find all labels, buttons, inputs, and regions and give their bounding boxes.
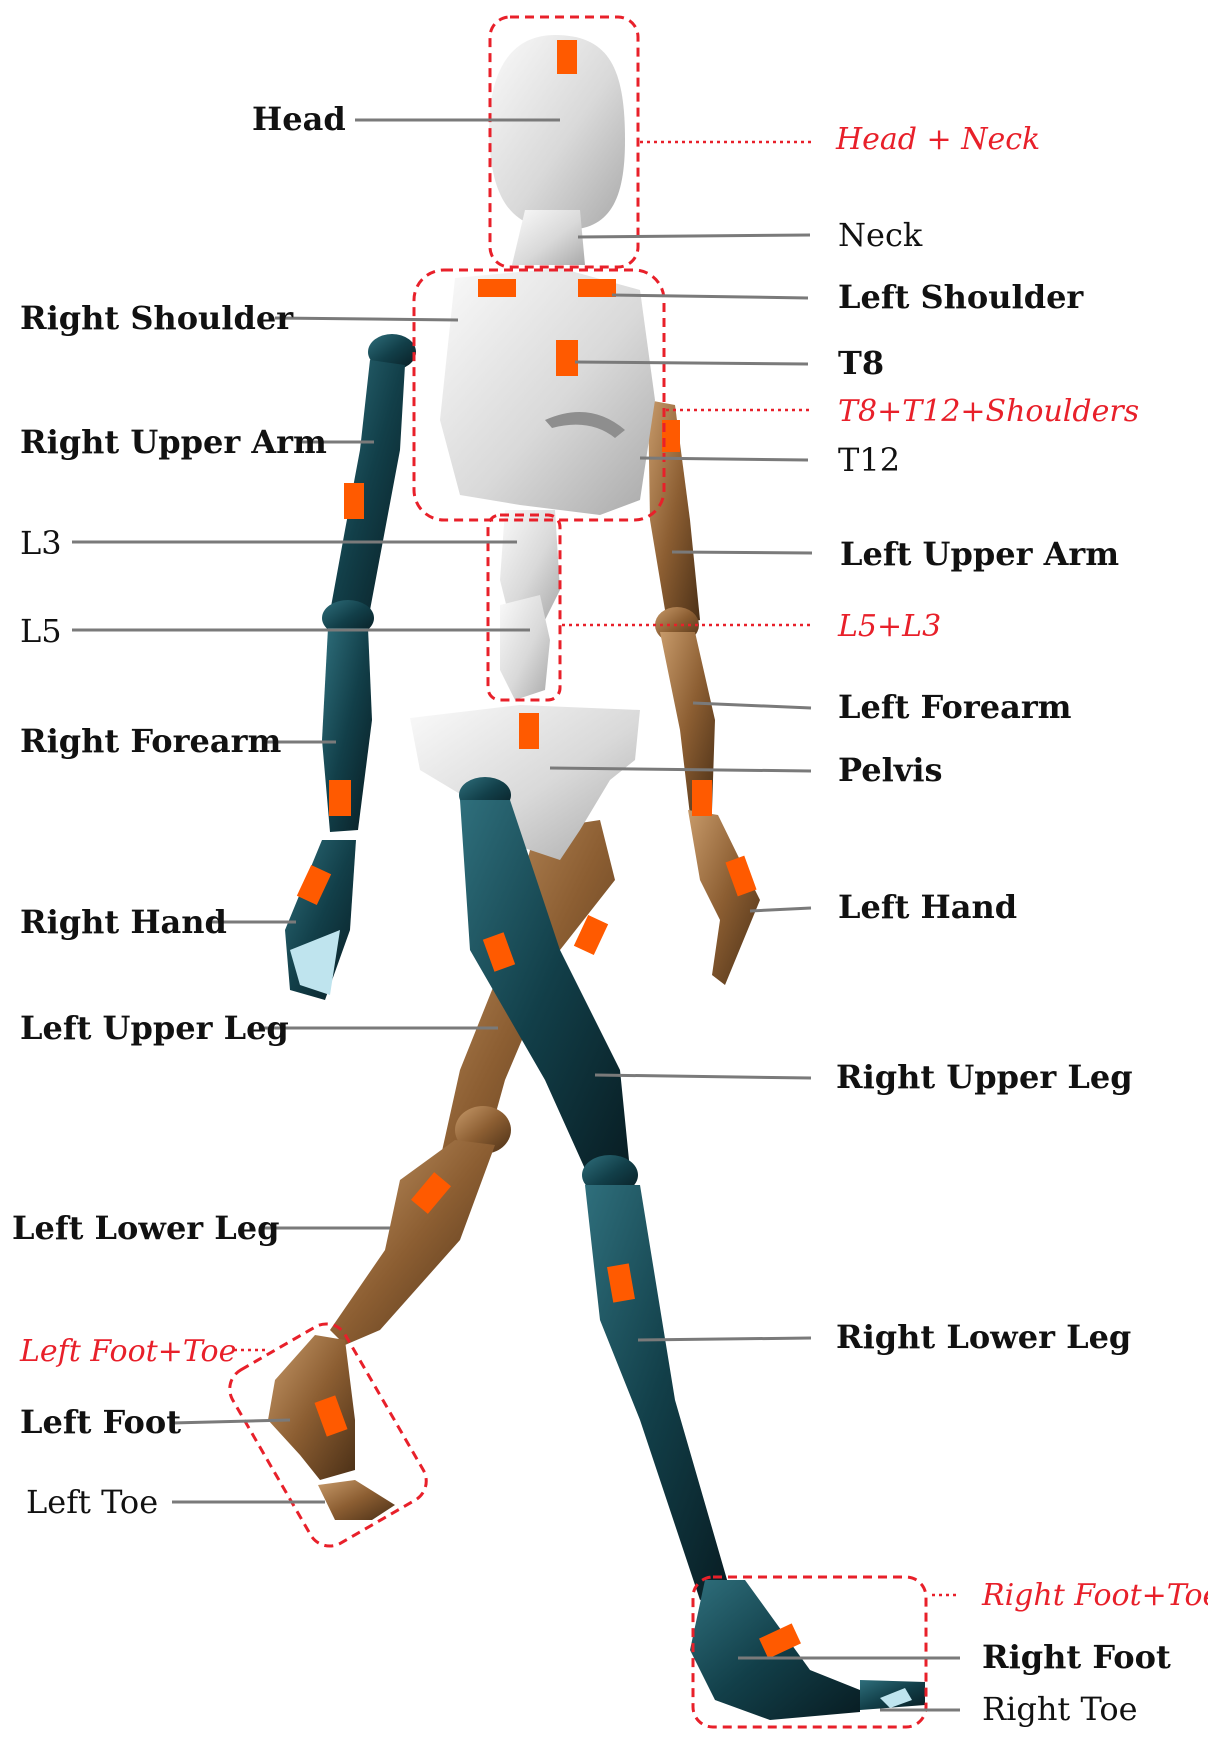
sensor-left-shoulder [578, 279, 616, 297]
label-left-shoulder: Left Shoulder [838, 278, 1084, 316]
sensor-right-foot [759, 1623, 801, 1659]
label-group-head-neck: Head + Neck [835, 122, 1040, 157]
label-left-hand: Left Hand [838, 888, 1017, 926]
label-left-foot: Left Foot [20, 1403, 181, 1441]
label-right-hand: Right Hand [20, 903, 227, 941]
sensor-t8 [556, 340, 578, 376]
label-group-left-foot-toe: Left Foot+Toe [19, 1334, 236, 1369]
label-left-toe: Left Toe [26, 1483, 158, 1521]
label-right-foot: Right Foot [982, 1638, 1171, 1676]
sensor-right-shoulder [478, 279, 516, 297]
group-box-t8-t12-shoulders [412, 268, 666, 522]
label-right-forearm: Right Forearm [20, 722, 281, 760]
chest-crease [545, 412, 625, 438]
left-hand-shape [688, 810, 760, 985]
sensor-left-hand [725, 855, 757, 897]
right-upper-leg-shape [460, 800, 630, 1180]
group-box-left-foot-toe [228, 1322, 428, 1548]
label-left-forearm: Left Forearm [838, 688, 1072, 726]
leader-lines [72, 118, 960, 1712]
group-box-right-foot-toe [691, 1575, 928, 1729]
sensor-right-upper-arm [344, 483, 364, 519]
sensor-head [557, 40, 577, 74]
label-right-lower-leg: Right Lower Leg [836, 1318, 1131, 1356]
right-elbow-joint [322, 600, 374, 636]
head-shape [489, 35, 625, 230]
label-t8: T8 [838, 344, 884, 382]
left-foot-shape [268, 1335, 355, 1480]
label-left-upper-leg: Left Upper Leg [20, 1009, 289, 1047]
label-right-shoulder: Right Shoulder [20, 299, 294, 337]
right-lower-leg-shape [585, 1185, 730, 1600]
label-group-t8-t12-shoulders: T8+T12+Shoulders [838, 394, 1139, 429]
label-right-toe: Right Toe [982, 1690, 1138, 1728]
lumbar-shape [500, 510, 560, 620]
left-toe-shape [318, 1480, 395, 1520]
group-box-head-neck [488, 15, 640, 269]
l5-shape [500, 595, 550, 700]
label-group-l5-l3: L5+L3 [837, 609, 941, 644]
label-l3: L3 [20, 524, 62, 562]
label-right-upper-arm: Right Upper Arm [20, 423, 327, 461]
label-pelvis: Pelvis [838, 751, 942, 789]
label-left-upper-arm: Left Upper Arm [840, 535, 1119, 573]
sensor-left-foot [314, 1395, 348, 1437]
right-toe-highlight [880, 1688, 912, 1708]
label-neck: Neck [838, 216, 923, 254]
sensor-right-hand [296, 864, 332, 906]
label-head: Head [252, 100, 346, 138]
sensor-left-upper-leg [573, 914, 609, 956]
label-l5: L5 [20, 612, 62, 650]
left-lower-leg-shape [330, 1140, 495, 1345]
sensor-left-forearm [692, 780, 712, 816]
pelvis-shape [410, 705, 640, 860]
neck-shape [512, 210, 585, 265]
right-shoulder-joint [368, 334, 416, 370]
label-right-upper-leg: Right Upper Leg [836, 1058, 1133, 1096]
right-hand-highlight [290, 930, 340, 995]
sensor-left-upper-arm [662, 420, 680, 452]
label-t12: T12 [838, 441, 900, 479]
sensor-right-lower-leg [607, 1263, 635, 1303]
right-upper-arm-shape [330, 360, 405, 612]
group-box-l5-l3 [486, 513, 562, 702]
label-group-right-foot-toe: Right Foot+Toe [981, 1578, 1208, 1613]
chest-shape [440, 268, 655, 515]
sensor-left-lower-leg [411, 1172, 451, 1214]
sensor-right-forearm [329, 780, 351, 816]
sensor-right-upper-leg [482, 932, 516, 972]
sensor-markers [296, 40, 801, 1659]
label-left-lower-leg: Left Lower Leg [12, 1209, 280, 1247]
sensor-pelvis [519, 713, 539, 749]
group-leader-lines [234, 140, 960, 1597]
segment-labels: Head Neck Right Shoulder Left Shoulder T… [12, 100, 1171, 1728]
group-labels: Head + Neck T8+T12+Shoulders L5+L3 Left … [19, 122, 1208, 1613]
